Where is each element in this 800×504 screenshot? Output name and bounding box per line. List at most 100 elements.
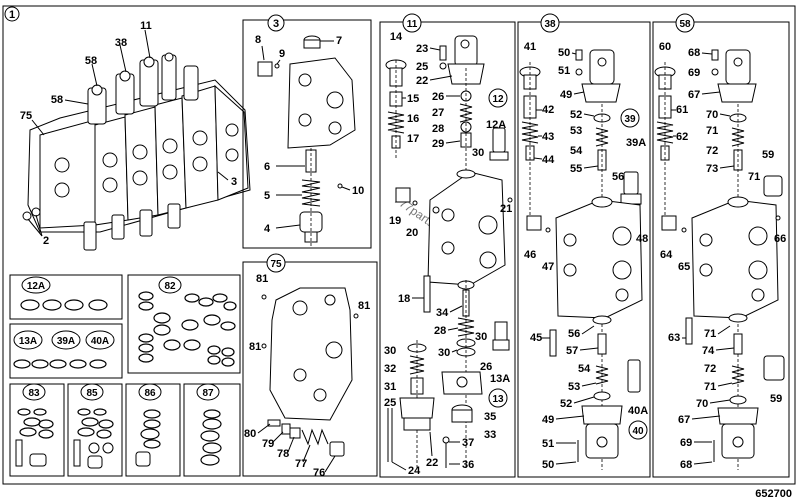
svg-text:20: 20 xyxy=(406,227,418,239)
svg-text:25: 25 xyxy=(384,397,396,409)
diagram-id: 652700 xyxy=(755,488,792,500)
kit-85-callout[interactable]: 85 xyxy=(80,383,104,401)
svg-text:13: 13 xyxy=(492,394,504,405)
svg-text:73: 73 xyxy=(706,163,718,175)
svg-text:40: 40 xyxy=(632,426,644,437)
svg-text:25: 25 xyxy=(416,61,428,73)
callout-40[interactable]: 40 xyxy=(628,420,648,440)
svg-text:81: 81 xyxy=(256,273,268,285)
svg-text:15: 15 xyxy=(407,93,419,105)
svg-text:40A: 40A xyxy=(628,405,648,417)
kit-39A-callout[interactable]: 39A xyxy=(51,330,81,350)
svg-text:4: 4 xyxy=(264,223,271,235)
svg-text:11: 11 xyxy=(140,20,152,32)
svg-text:31: 31 xyxy=(384,381,396,393)
svg-text:26: 26 xyxy=(432,91,444,103)
svg-text:62: 62 xyxy=(676,131,688,143)
svg-text:28: 28 xyxy=(434,325,446,337)
svg-text:39A: 39A xyxy=(57,336,75,347)
svg-text:49: 49 xyxy=(560,89,572,101)
svg-text:70: 70 xyxy=(696,398,708,410)
svg-text:32: 32 xyxy=(384,363,396,375)
kit-13A-39A-40A: 13A 39A 40A xyxy=(9,323,123,379)
panel-11: 11 777parts.com xyxy=(379,13,516,478)
main-labels: 11 38 58 58 75 2 3 xyxy=(20,20,237,247)
kit-82: 82 xyxy=(127,274,241,374)
svg-text:3: 3 xyxy=(231,176,237,188)
svg-text:3: 3 xyxy=(273,18,279,30)
svg-text:48: 48 xyxy=(636,233,648,245)
panel-75-callout[interactable]: 75 xyxy=(266,253,286,273)
svg-text:53: 53 xyxy=(568,381,580,393)
svg-text:63: 63 xyxy=(668,332,680,344)
svg-text:79: 79 xyxy=(262,438,274,450)
svg-text:26: 26 xyxy=(480,361,492,373)
kit-12A-callout[interactable]: 12A xyxy=(21,276,51,294)
svg-text:5: 5 xyxy=(264,190,270,202)
kit-13A-callout[interactable]: 13A xyxy=(13,330,43,350)
main-callout[interactable]: 1 xyxy=(4,6,20,22)
svg-text:81: 81 xyxy=(249,341,261,353)
svg-text:56: 56 xyxy=(568,328,580,340)
callout-12[interactable]: 12 xyxy=(488,88,508,108)
kit-83-callout[interactable]: 83 xyxy=(22,383,46,401)
kit-40A-callout[interactable]: 40A xyxy=(85,330,115,350)
svg-text:47: 47 xyxy=(542,261,554,273)
svg-text:23: 23 xyxy=(416,43,428,55)
svg-text:83: 83 xyxy=(28,388,40,399)
svg-text:55: 55 xyxy=(570,163,582,175)
svg-text:21: 21 xyxy=(500,203,512,215)
svg-text:51: 51 xyxy=(558,65,570,77)
kit-12A: 12A xyxy=(9,274,123,320)
svg-text:27: 27 xyxy=(432,107,444,119)
panel-38-callout[interactable]: 38 xyxy=(540,13,560,33)
svg-text:71: 71 xyxy=(704,328,716,340)
callout-39[interactable]: 39 xyxy=(620,108,640,128)
svg-text:2: 2 xyxy=(43,235,49,247)
svg-text:81: 81 xyxy=(358,300,370,312)
svg-text:11: 11 xyxy=(407,19,418,30)
panel-11-callout[interactable]: 11 xyxy=(402,13,422,33)
svg-text:35: 35 xyxy=(484,411,496,423)
svg-text:74: 74 xyxy=(702,345,715,357)
svg-text:7: 7 xyxy=(336,35,342,47)
kit-82-callout[interactable]: 82 xyxy=(158,276,182,294)
svg-text:50: 50 xyxy=(542,459,554,471)
svg-text:65: 65 xyxy=(678,261,690,273)
svg-text:41: 41 xyxy=(524,41,536,53)
svg-text:30: 30 xyxy=(472,147,484,159)
svg-text:67: 67 xyxy=(678,414,690,426)
svg-text:12A: 12A xyxy=(486,119,506,131)
svg-text:64: 64 xyxy=(660,249,673,261)
svg-text:33: 33 xyxy=(484,429,496,441)
panel-58-callout[interactable]: 58 xyxy=(675,13,695,33)
svg-text:8: 8 xyxy=(255,34,261,46)
svg-text:54: 54 xyxy=(578,363,591,375)
kit-87-callout[interactable]: 87 xyxy=(196,383,220,401)
svg-text:9: 9 xyxy=(279,48,285,60)
svg-text:71: 71 xyxy=(748,171,760,183)
svg-text:50: 50 xyxy=(558,47,570,59)
kit-86-callout[interactable]: 86 xyxy=(138,383,162,401)
svg-text:1: 1 xyxy=(9,9,15,21)
svg-text:17: 17 xyxy=(407,133,419,145)
svg-text:56: 56 xyxy=(612,171,624,183)
svg-text:22: 22 xyxy=(426,457,438,469)
panel-58: 58 60 61 xyxy=(652,13,790,478)
panel-3-callout[interactable]: 3 xyxy=(267,14,285,32)
svg-text:43: 43 xyxy=(542,131,554,143)
svg-text:30: 30 xyxy=(384,345,396,357)
svg-text:12: 12 xyxy=(492,94,504,105)
svg-text:16: 16 xyxy=(407,113,419,125)
callout-13[interactable]: 13 xyxy=(488,388,508,408)
svg-text:34: 34 xyxy=(436,307,449,319)
svg-text:30: 30 xyxy=(475,331,487,343)
svg-text:68: 68 xyxy=(680,459,692,471)
svg-text:40A: 40A xyxy=(91,336,109,347)
svg-text:51: 51 xyxy=(542,438,554,450)
svg-text:80: 80 xyxy=(244,428,256,440)
svg-text:71: 71 xyxy=(704,381,716,393)
outer-frame xyxy=(2,5,796,485)
svg-text:60: 60 xyxy=(659,41,671,53)
